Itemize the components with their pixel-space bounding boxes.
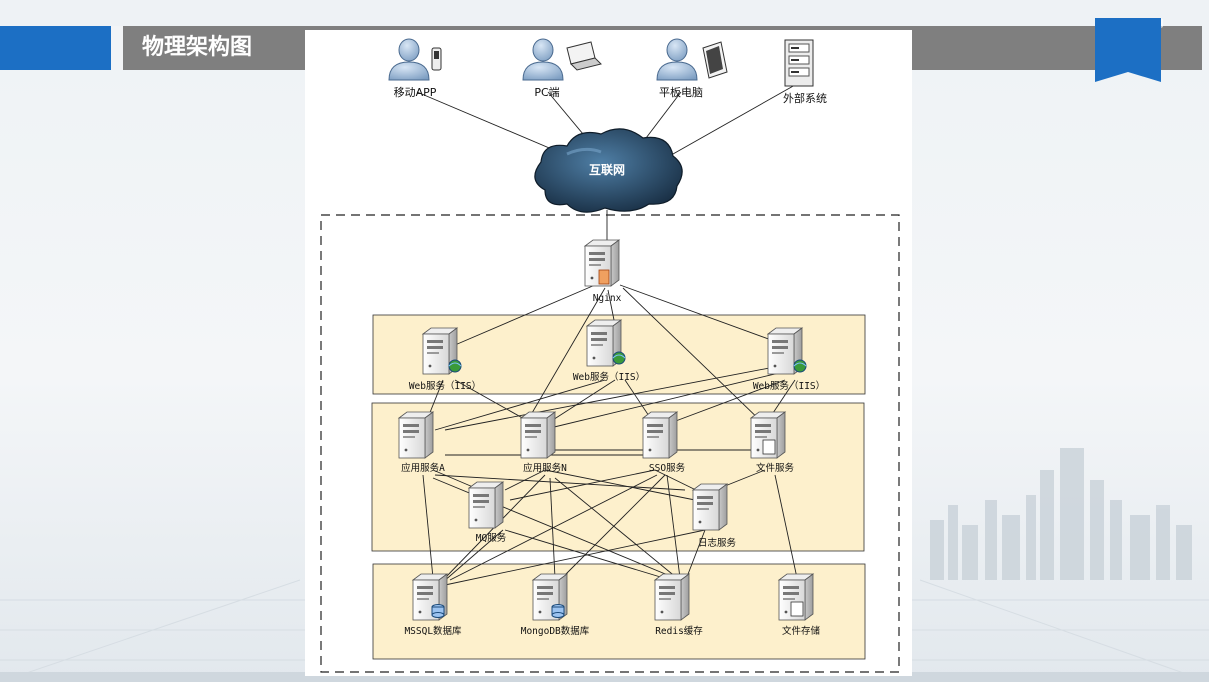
service-label-log: 日志服务 [698, 537, 737, 549]
client-tablet: 平板电脑 [656, 38, 728, 99]
nginx-node: Nginx [584, 239, 622, 304]
data-label-mongo: MongoDB数据库 [521, 625, 590, 637]
web-server-icon [767, 327, 807, 375]
slide-title: 物理架构图 [142, 35, 253, 60]
server-rack-icon [784, 39, 814, 87]
server-icon [398, 411, 434, 459]
client-label-tablet: 平板电脑 [659, 85, 703, 99]
service-label-file: 文件服务 [756, 462, 795, 474]
skyline-decoration [930, 448, 1192, 580]
client-pc: PC端 [522, 38, 602, 99]
server-icon [468, 481, 504, 529]
architecture-diagram: 移动APP PC端 平板电脑 外部系统 [320, 38, 900, 673]
data-label-storage: 文件存储 [782, 625, 821, 637]
client-label-pc: PC端 [534, 86, 559, 99]
web-server-icon [586, 319, 626, 367]
client-label-external: 外部系统 [783, 91, 827, 105]
service-label-appN: 应用服务N [523, 462, 567, 474]
database-server-icon [412, 573, 448, 621]
file-server-icon [750, 411, 786, 459]
internet-cloud: 互联网 [534, 128, 683, 213]
service-label-mq: MQ服务 [476, 532, 507, 544]
bookmark-icon [1095, 18, 1163, 82]
server-icon [692, 483, 728, 531]
service-node-log: 日志服务 [692, 483, 737, 549]
service-node-appA: 应用服务A [398, 411, 445, 474]
web-node-1: Web服务（IIS） [409, 327, 481, 392]
web-node-3: Web服务（IIS） [753, 327, 825, 392]
internet-label: 互联网 [589, 163, 625, 177]
data-node-mongo: MongoDB数据库 [521, 573, 590, 637]
cloud-icon [534, 128, 683, 213]
data-label-mssql: MSSQL数据库 [404, 625, 462, 637]
server-icon [520, 411, 556, 459]
internal-network-boundary [320, 214, 900, 673]
client-label-mobile: 移动APP [394, 86, 437, 99]
web-server-icon [422, 327, 462, 375]
web-node-2: Web服务（IIS） [573, 319, 645, 383]
client-mobile: 移动APP [388, 38, 442, 99]
data-node-redis: Redis缓存 [654, 573, 703, 637]
data-node-storage: 文件存储 [778, 573, 821, 637]
server-icon [642, 411, 678, 459]
user-tablet-icon [656, 38, 728, 81]
database-server-icon [532, 573, 568, 621]
service-node-sso: SSO服务 [642, 411, 686, 474]
data-node-mssql: MSSQL数据库 [404, 573, 462, 637]
service-label-sso: SSO服务 [649, 462, 686, 474]
user-laptop-icon [522, 38, 602, 81]
data-label-redis: Redis缓存 [655, 625, 703, 637]
file-server-icon [778, 573, 814, 621]
service-node-file: 文件服务 [750, 411, 795, 474]
web-label-3: Web服务（IIS） [753, 380, 825, 392]
title-separator [111, 26, 123, 70]
web-label-1: Web服务（IIS） [409, 380, 481, 392]
service-tier-box [371, 402, 865, 552]
service-label-appA: 应用服务A [401, 462, 445, 474]
server-icon [654, 573, 690, 621]
server-icon [584, 239, 620, 287]
service-node-appN: 应用服务N [520, 411, 567, 474]
client-external: 外部系统 [783, 39, 827, 105]
service-node-mq: MQ服务 [468, 481, 507, 544]
user-phone-icon [388, 38, 442, 81]
nginx-label: Nginx [593, 293, 622, 304]
web-label-2: Web服务（IIS） [573, 371, 645, 383]
title-accent-block [0, 26, 111, 70]
